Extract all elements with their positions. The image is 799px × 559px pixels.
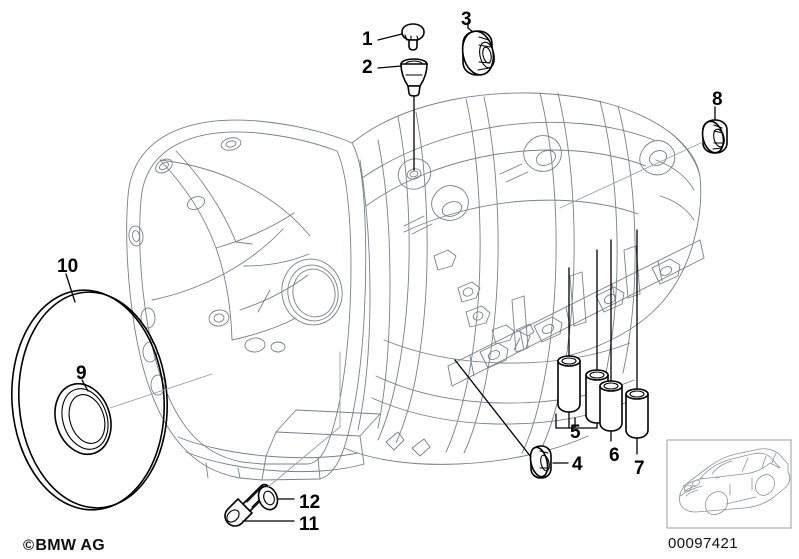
copyright-symbol: ©: [23, 537, 35, 554]
part-12-washer: [257, 485, 279, 511]
callout-8: 8: [712, 89, 723, 110]
part-10-drive-plate: [10, 289, 169, 511]
part-3-threaded-bush: [461, 30, 495, 76]
vehicle-inset: [666, 439, 792, 529]
callout-2: 2: [362, 57, 373, 78]
copyright-owner: BMW AG: [35, 537, 105, 554]
callout-5: 5: [570, 422, 581, 443]
callout-7: 7: [634, 458, 645, 479]
callout-10: 10: [57, 256, 79, 277]
callout-12: 12: [299, 492, 321, 513]
part-5-dowel-sleeve-a: [557, 355, 581, 413]
callout-6: 6: [609, 445, 620, 466]
callout-3: 3: [461, 9, 472, 30]
part-7-dowel-sleeve: [625, 388, 649, 439]
diagram-number: 00097421: [668, 535, 738, 552]
leader-lines: [65, 21, 716, 522]
callout-1: 1: [362, 29, 373, 50]
part-6-dowel-sleeve: [599, 380, 623, 432]
part-1-cap-plug: [401, 23, 425, 51]
part-11-hex-socket-bolt: [224, 483, 271, 527]
part-2-tapered-plug: [400, 58, 428, 97]
part-8-screw-plug: [701, 119, 728, 154]
part-9-shaft-seal: [54, 382, 112, 456]
callout-9: 9: [76, 363, 87, 384]
callout-11: 11: [299, 514, 320, 535]
part-4-small-bush: [529, 445, 552, 479]
transmission-housing-body: [126, 92, 705, 481]
callout-4: 4: [572, 454, 583, 475]
copyright-notice: ©BMW AG: [23, 537, 105, 555]
